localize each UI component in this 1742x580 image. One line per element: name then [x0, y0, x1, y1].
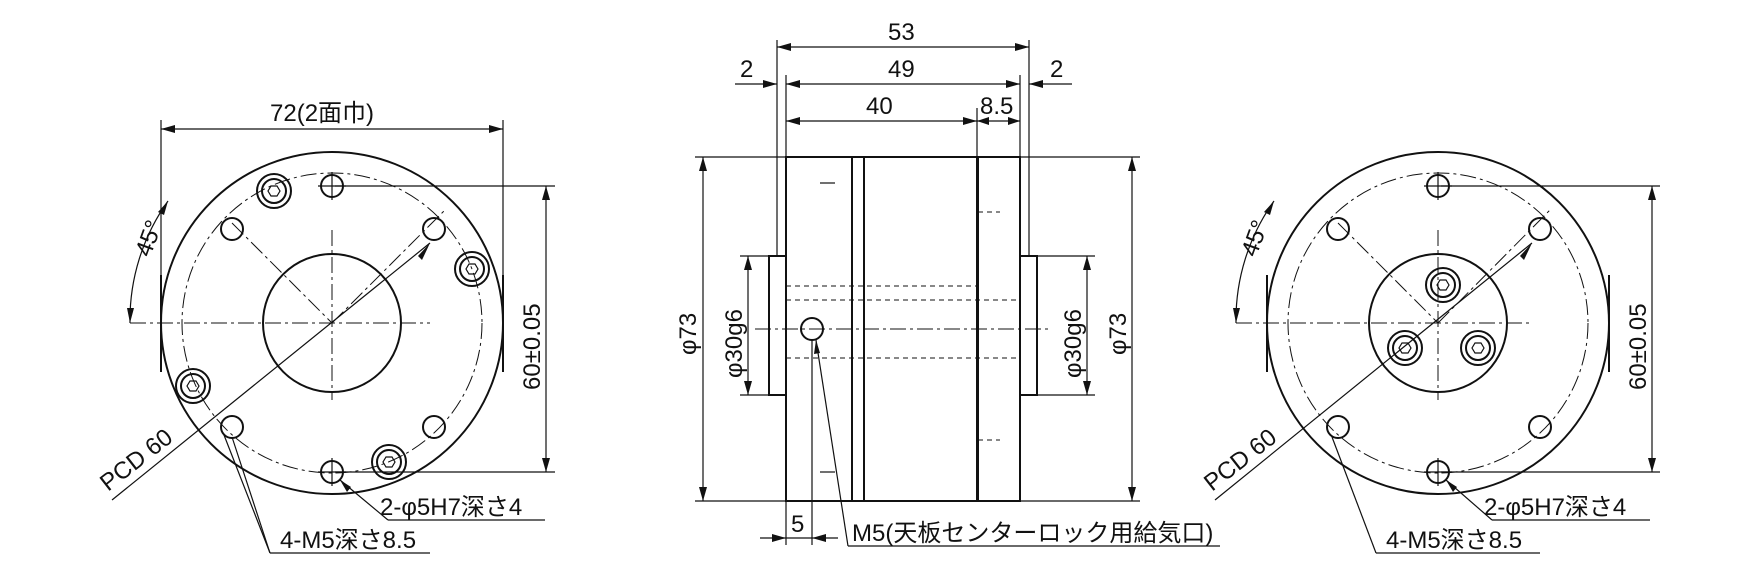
arrow [1264, 201, 1274, 215]
arrow [1029, 80, 1043, 88]
arrow [1083, 256, 1091, 270]
socket-bolt-icon [256, 173, 292, 209]
tap-leader [1331, 436, 1377, 554]
pcd-label: PCD 60 [1199, 424, 1282, 497]
overall-label: 53 [888, 19, 915, 46]
arrow [786, 80, 800, 88]
socket-bolt-icon [1460, 330, 1496, 366]
arrow [786, 117, 800, 125]
socket-bolt-icon [371, 444, 407, 480]
left-front-view: 72(2面巾) 45° 60±0.05 PCD 60 2-φ5H7深さ4 4-M… [95, 100, 555, 554]
width-label: 72(2面巾) [270, 100, 374, 127]
plate-label: 8.5 [980, 93, 1013, 120]
side-view: 53 49 2 2 40 8.5 φ73 φ30g6 [675, 19, 1220, 547]
arrow [418, 243, 430, 260]
arrow [1648, 458, 1656, 472]
tap-leader [223, 434, 271, 554]
left-boss [768, 255, 787, 396]
tap-callout: 4-M5深さ8.5 [280, 527, 416, 554]
arrow [542, 458, 550, 472]
left-boss-label: φ30g6 [721, 309, 748, 378]
left-step-label: 2 [740, 56, 753, 83]
arrow [158, 201, 168, 215]
right-boss-label: φ30g6 [1060, 309, 1087, 378]
arrow [699, 157, 707, 171]
arrow [744, 256, 752, 270]
m5-hole [422, 415, 446, 439]
socket-bolt-icon [1425, 267, 1461, 303]
diagonal-45 [231, 222, 333, 324]
body-label: 40 [866, 93, 893, 120]
vertical-dim-label: 60±0.05 [1625, 303, 1652, 390]
arrow [1128, 487, 1136, 501]
diagonal-45 [1337, 222, 1439, 324]
arrow [340, 480, 351, 492]
arrow [977, 117, 989, 125]
m5-hole [1528, 217, 1552, 241]
arrow [1520, 243, 1532, 260]
m5-hole [422, 217, 446, 241]
arrow [744, 381, 752, 395]
port-offset-label: 5 [791, 511, 804, 538]
port-leader [815, 339, 849, 547]
vertical-dim-label: 60±0.05 [519, 303, 546, 390]
arrow [963, 117, 977, 125]
socket-bolt-icon [175, 368, 211, 404]
arrow [542, 186, 550, 200]
arrow [777, 43, 791, 51]
arrow [1006, 80, 1020, 88]
arrow [489, 125, 503, 133]
arrow [161, 125, 175, 133]
hole-callout: 2-φ5H7深さ4 [380, 494, 522, 521]
angle-label: 45° [130, 217, 168, 260]
right-step-label: 2 [1050, 56, 1063, 83]
arrow [1446, 480, 1457, 492]
arrow [772, 534, 786, 542]
diagonal-135 [331, 209, 446, 324]
m5-hole [220, 217, 244, 241]
arrow [1083, 381, 1091, 395]
angle-label: 45° [1236, 217, 1274, 260]
pcd-leader [1214, 242, 1533, 501]
arrow [814, 340, 820, 354]
pcd-label: PCD 60 [95, 424, 178, 497]
socket-bolt-icon [454, 251, 490, 287]
tap-callout: 4-M5深さ8.5 [1386, 527, 1522, 554]
pcd-leader [111, 242, 431, 501]
arrow [127, 308, 134, 323]
inner-label: 49 [888, 56, 915, 83]
m5-hole [1326, 217, 1350, 241]
right-dia-label: φ73 [1105, 313, 1132, 355]
arrow [1008, 117, 1020, 125]
right-boss [1019, 255, 1038, 396]
arrow [1648, 186, 1656, 200]
arrow [763, 80, 777, 88]
m5-hole [1528, 415, 1552, 439]
arrow [1128, 157, 1136, 171]
right-back-view: 45° 60±0.05 PCD 60 2-φ5H7深さ4 4-M5深さ8.5 [1199, 151, 1660, 554]
arrow [1233, 308, 1240, 323]
tap-leader [231, 436, 271, 554]
hole-callout: 2-φ5H7深さ4 [1484, 494, 1626, 521]
arrow [699, 487, 707, 501]
m5-hole [1326, 415, 1350, 439]
left-dia-label: φ73 [675, 313, 702, 355]
arrow [812, 534, 826, 542]
arrow [1015, 43, 1029, 51]
port-callout: M5(天板センターロック用給気口) [852, 520, 1213, 547]
